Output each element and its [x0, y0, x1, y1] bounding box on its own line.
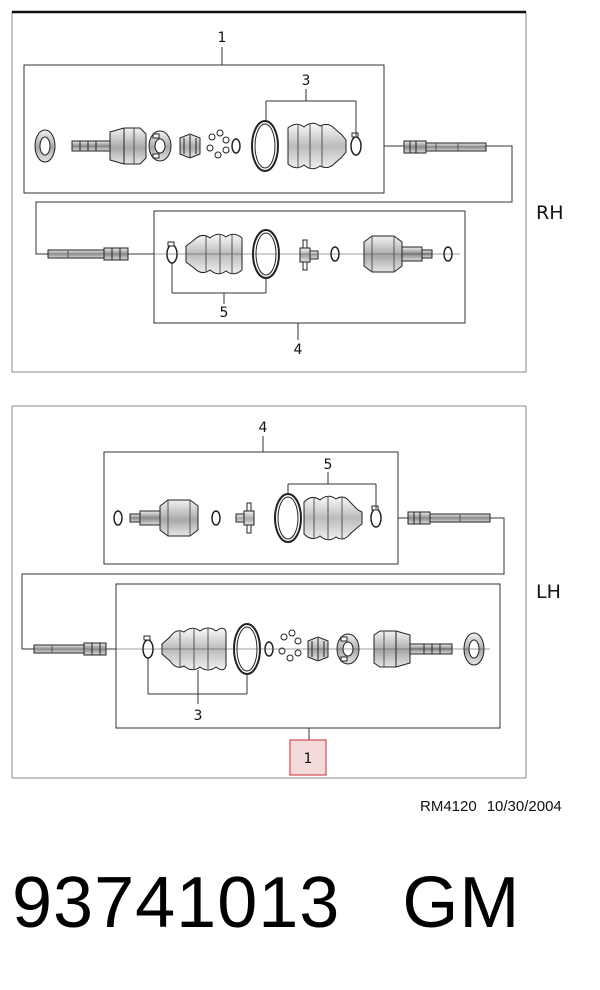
- part-number: 93741013: [12, 863, 341, 943]
- rh-inner-joint-box: [153, 210, 466, 324]
- rh-flow-line-right: [35, 145, 513, 255]
- rh-outer-seal-ring: [34, 129, 56, 163]
- drawing-date: 10/30/2004: [486, 798, 562, 815]
- lh-callout-1-highlight[interactable]: [289, 739, 327, 776]
- lh-inner-joint-box: [103, 451, 399, 565]
- part-brand: GM: [402, 863, 521, 943]
- rh-tripod-spider: [299, 239, 319, 271]
- lh-inner-boot-clamp-large: [274, 493, 302, 543]
- lh-outer-balls: [278, 629, 302, 662]
- rh-inner-boot-clamp-small: [166, 241, 178, 264]
- rh-intermediate-shaft: [403, 140, 487, 154]
- lh-outer-joint-box: [115, 583, 501, 729]
- lh-inner-boot-clamp-small: [370, 505, 382, 528]
- rh-callout-1: 1: [218, 30, 227, 46]
- rh-callout-3: 3: [302, 73, 311, 89]
- lh-callout-1: 1: [304, 751, 313, 767]
- rh-callout-5-bracket: [171, 263, 267, 304]
- part-identifier: 93741013 GM: [12, 862, 520, 944]
- rh-outer-boot-clamp-large: [251, 120, 279, 172]
- rh-outer-balls: [206, 129, 230, 159]
- lh-panel: 4: [11, 405, 561, 779]
- rh-callout-5: 5: [220, 305, 229, 321]
- lh-inner-boot: [303, 495, 363, 541]
- lh-callout-4: 4: [259, 420, 268, 436]
- lh-callout-3: 3: [194, 708, 203, 724]
- lh-outer-boot-clamp-small: [142, 635, 154, 659]
- lh-panel-frame: [11, 405, 527, 779]
- rh-outer-boot: [287, 122, 347, 170]
- drawing-ref-code: RM4120: [420, 798, 477, 815]
- exploded-drive-shaft-diagram: 1: [11, 10, 564, 779]
- rh-callout-4: 4: [294, 342, 303, 358]
- rh-outer-snap-ring: [231, 138, 241, 154]
- rh-panel-frame: [11, 11, 527, 373]
- rh-side-label: RH: [536, 202, 564, 224]
- lh-callout-5: 5: [324, 457, 333, 473]
- lh-lower-shaft: [33, 642, 107, 656]
- lh-callout-3-bracket: [147, 658, 248, 704]
- lh-callout-5-bracket: [287, 472, 377, 509]
- lh-tripod-spider: [235, 502, 255, 534]
- rh-outer-cv-housing: [71, 127, 147, 165]
- rh-outer-joint-box: [23, 64, 385, 194]
- rh-lower-shaft: [47, 247, 129, 261]
- lh-flow-line-b: [21, 517, 505, 650]
- lh-intermediate-shaft: [407, 511, 491, 525]
- drawing-reference: RM4120 10/30/2004: [420, 798, 562, 815]
- rh-callout-3-bracket: [265, 89, 357, 137]
- lh-stub-snap-ring: [113, 510, 123, 526]
- lh-tripod-housing: [129, 499, 199, 537]
- rh-panel: 1: [11, 10, 564, 373]
- rh-outer-inner-race: [179, 133, 201, 159]
- lh-inner-snap-ring: [211, 510, 221, 526]
- lh-side-label: LH: [536, 581, 561, 603]
- rh-outer-cage: [148, 130, 172, 162]
